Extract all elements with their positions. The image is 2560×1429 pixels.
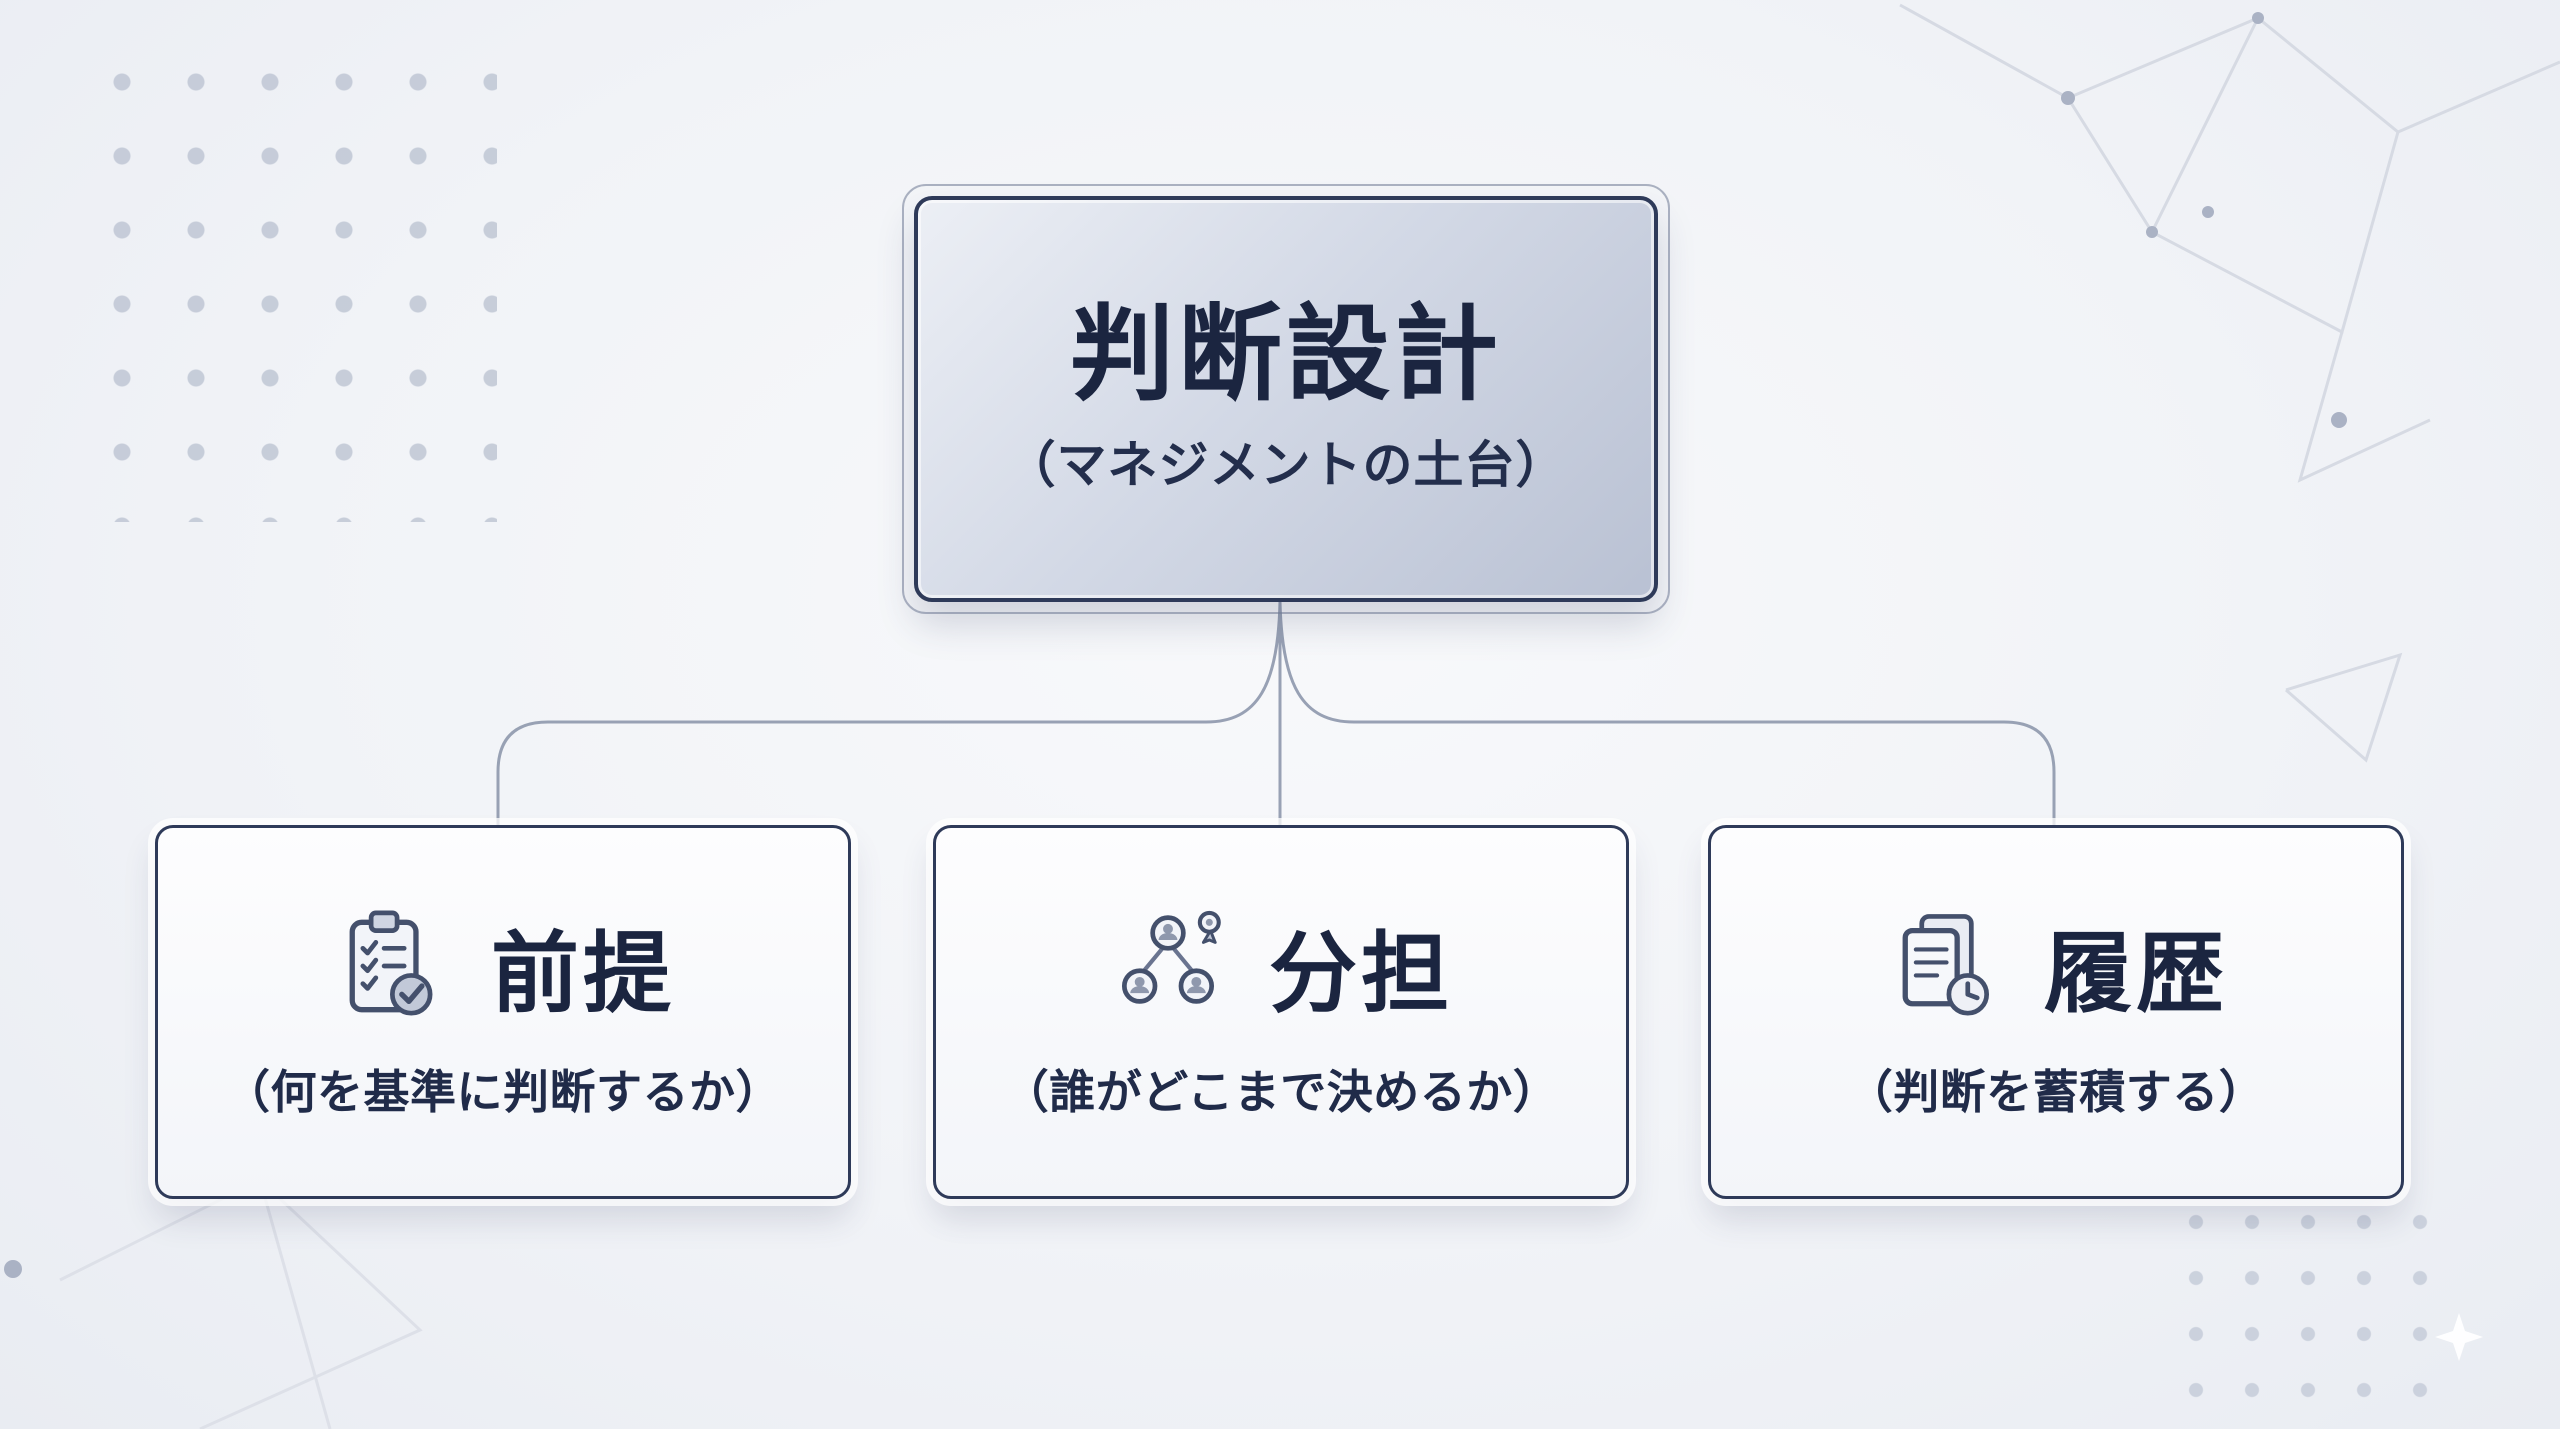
child-node-subtitle: （判断を蓄積する） xyxy=(1846,1065,2266,1118)
child-node-history: 履歴 （判断を蓄積する） xyxy=(1708,825,2404,1199)
root-node-subtitle: （マネジメントの土台） xyxy=(1005,436,1567,493)
star-accent-icon xyxy=(2435,1313,2483,1361)
child-node-title: 前提 xyxy=(490,923,675,1023)
child-node-title: 分担 xyxy=(1268,923,1453,1023)
connector-right xyxy=(1278,600,2056,829)
child-node-subtitle: （何を基準に判断するか） xyxy=(224,1065,782,1118)
child-node-premise: 前提 （何を基準に判断するか） xyxy=(155,825,851,1199)
child-node-subtitle: （誰がどこまで決めるか） xyxy=(1002,1065,1560,1118)
child-node-title: 履歴 xyxy=(2043,923,2228,1023)
root-node-title: 判断設計 xyxy=(1069,297,1502,414)
connector-left xyxy=(496,600,1282,829)
dot-grid-bottom-right xyxy=(2188,1214,2468,1429)
root-node: 判断設計 （マネジメントの土台） xyxy=(902,184,1670,614)
org-people-award-icon xyxy=(1121,910,1221,1004)
documents-history-icon xyxy=(1902,914,1990,1016)
child-node-roles: 分担 （誰がどこまで決めるか） xyxy=(933,825,1629,1199)
clipboard-check-icon xyxy=(349,910,433,1016)
dot-grid-top-left xyxy=(112,72,497,522)
